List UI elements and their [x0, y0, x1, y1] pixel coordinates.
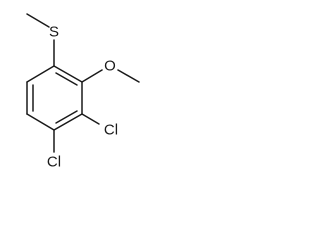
- ring-bond-c3-c4: [53, 113, 83, 131]
- bond-ring-chlorine-1: [81, 113, 100, 125]
- ring-bond-c6-c1: [26, 65, 55, 83]
- atom-label-chlorine-1: Cl: [104, 122, 118, 139]
- atom-label-sulfur: S: [49, 24, 59, 41]
- atom-label-chlorine-2: Cl: [47, 154, 61, 171]
- bond-ring-oxygen: [81, 69, 103, 83]
- double-bond-inner-c3-c4: [55, 110, 78, 124]
- ring-bond-c1-c2: [53, 65, 83, 83]
- bond-oxygen-methyl: [117, 69, 140, 83]
- double-bond-inner-c1-c2: [55, 72, 78, 86]
- substituent-bonds: [26, 13, 140, 153]
- atom-labels: S O Cl Cl: [47, 24, 118, 171]
- molecule-diagram: S O Cl Cl: [26, 13, 140, 171]
- ring-bond-c4-c5: [26, 113, 55, 131]
- atom-label-oxygen: O: [104, 58, 116, 75]
- benzene-ring: [26, 65, 83, 131]
- bond-sulfur-methyl: [26, 13, 50, 28]
